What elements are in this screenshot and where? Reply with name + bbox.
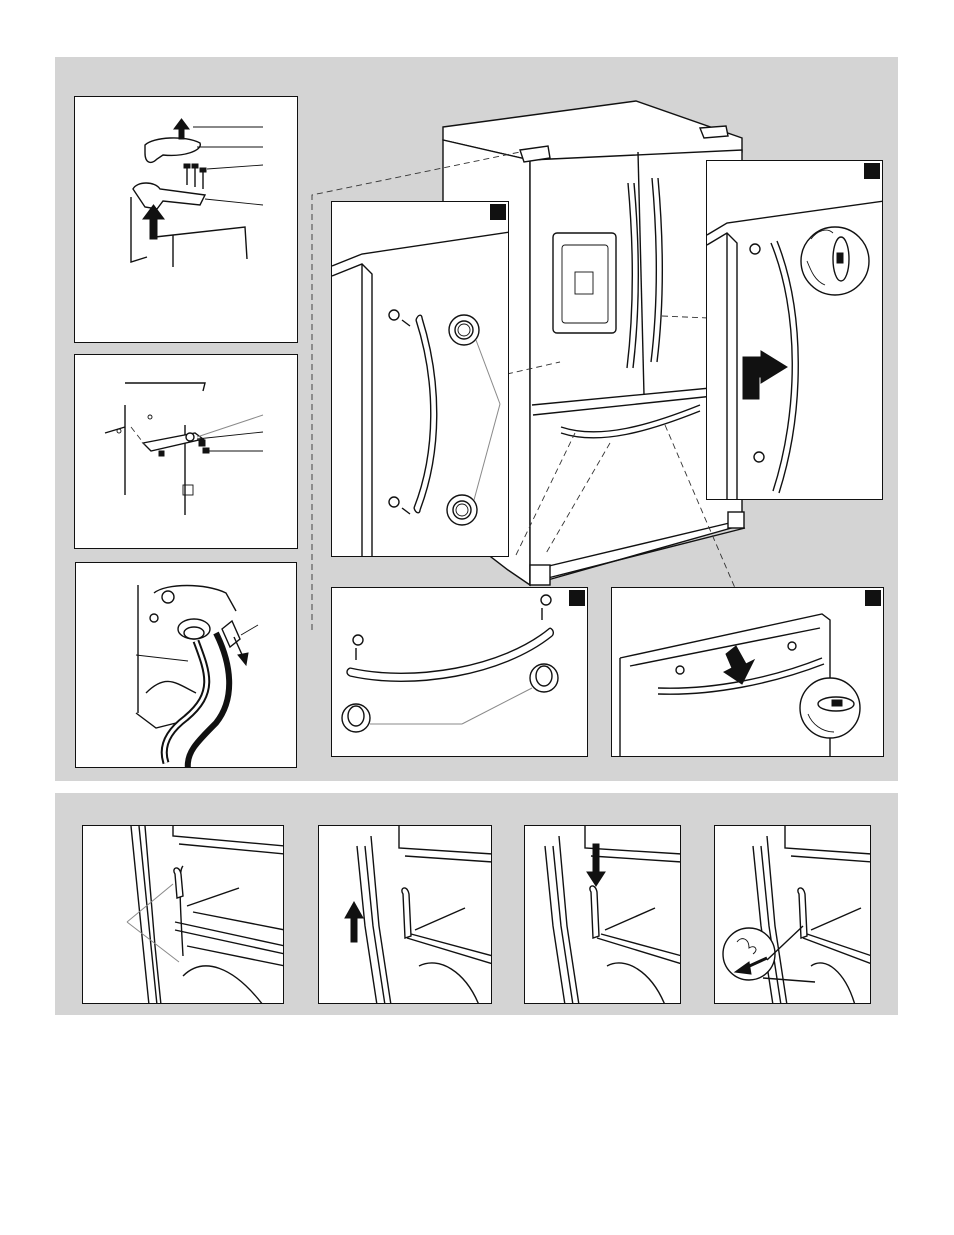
down-arrow-icon — [587, 844, 605, 886]
panel-drawer-step-1 — [82, 825, 284, 1004]
arrow-icon — [234, 637, 248, 665]
screw-icon — [402, 320, 410, 514]
hinge-cover-icon — [145, 138, 200, 162]
push-arrow-icon — [724, 646, 754, 684]
panel-water-line — [75, 562, 297, 768]
panel-drawer-handle-mounting — [331, 587, 588, 757]
screw-icon — [356, 608, 542, 660]
panel-hinge-bracket — [74, 354, 298, 549]
up-arrow-icon — [345, 902, 363, 942]
panel-drawer-handle-setscrew — [611, 587, 884, 757]
panel-drawer-step-2 — [318, 825, 492, 1004]
standoff-icon — [389, 310, 399, 507]
push-arrow-icon — [743, 351, 787, 399]
up-arrow-icon — [174, 119, 189, 139]
screw-icon — [184, 164, 206, 189]
panel-drawer-step-4 — [714, 825, 871, 1004]
panel-hinge-removal — [74, 96, 298, 343]
bolt-icon — [186, 433, 194, 441]
panel-door-handle-setscrew — [706, 160, 883, 500]
standoff-icon — [353, 595, 551, 645]
panel-drawer-step-3 — [524, 825, 681, 1004]
panel-door-handle-mounting — [331, 201, 509, 557]
